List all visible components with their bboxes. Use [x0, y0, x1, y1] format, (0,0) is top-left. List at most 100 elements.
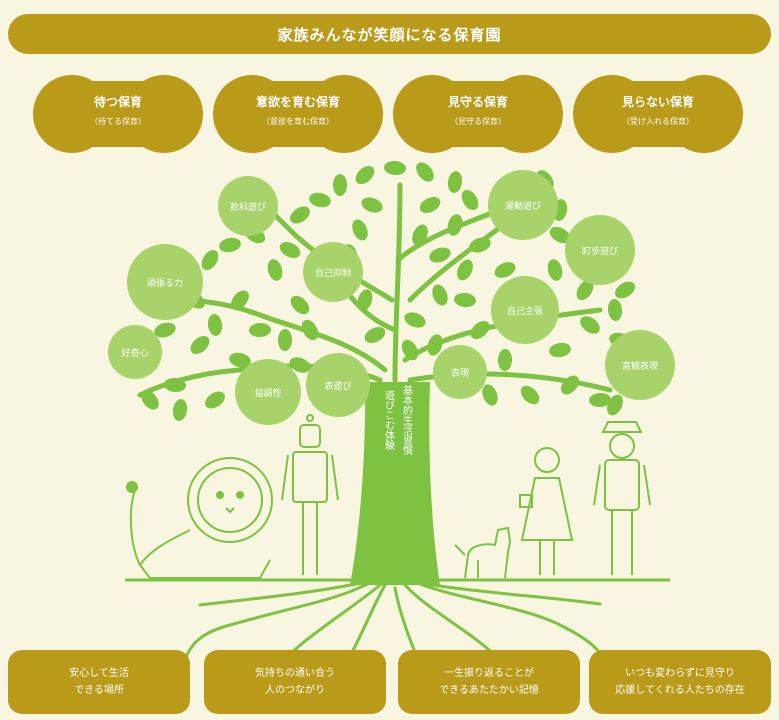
cloud-subtitle: （待てる保育）	[90, 117, 146, 126]
footer-line: 応援してくれる人たちの存在	[615, 685, 745, 696]
cloud-title: 見らない保育	[621, 95, 694, 109]
leaf-shape	[229, 352, 251, 368]
svg-text:自己抑制: 自己抑制	[315, 267, 351, 279]
leaf-shape	[461, 189, 479, 211]
svg-text:町歩遊び: 町歩遊び	[582, 245, 618, 257]
leaf-shape	[454, 292, 476, 308]
leaf-shape	[361, 197, 383, 213]
leaf-shape	[249, 322, 271, 338]
leaf-shape	[457, 259, 473, 281]
man-icon	[593, 421, 651, 575]
leaf-shape	[576, 280, 594, 300]
bubble-machi-asobi: 町歩遊び	[565, 215, 635, 285]
leaf-shape	[333, 174, 347, 196]
leaf-shape	[267, 259, 283, 281]
leaf-shape	[447, 171, 463, 193]
bubble-hyogen: 表現	[433, 345, 487, 399]
leaf-shape	[277, 329, 293, 351]
leaf-shape	[547, 259, 563, 281]
leaf-shape	[364, 327, 386, 343]
cloud-subtitle: （受け入れる保育）	[622, 117, 694, 126]
leaf-shape	[384, 160, 406, 176]
footer-line: いつも変わらずに見守り	[625, 668, 735, 679]
bubble-suuka-asobi: 数科遊び	[218, 176, 278, 236]
footer-line: 一生振り返ることが	[444, 668, 534, 679]
leaf-shape	[172, 399, 188, 421]
leaf-shape	[352, 219, 368, 241]
cloud-subtitle: （意欲を育む保育）	[262, 117, 334, 126]
leaf-shape	[520, 385, 540, 405]
svg-text:数科遊び: 数科遊び	[230, 201, 266, 213]
footer-warm-memory: 一生振り返ることが できるあたたかい記憶	[398, 650, 580, 714]
leaf-shape	[607, 299, 623, 321]
bubble-jiko-shucho: 自己主張	[491, 276, 559, 344]
leaf-shape	[309, 192, 331, 208]
footer-supporters: いつも変わらずに見守り 応援してくれる人たちの存在	[589, 650, 771, 714]
leaf-shape	[207, 314, 223, 336]
bubble-kokishin: 好奇心	[108, 325, 162, 379]
dog-icon	[454, 526, 512, 579]
footer-line: できる場所	[74, 685, 124, 696]
bubble-undo-asobi: 運動遊び	[488, 170, 558, 240]
footer-line: 安心して生活	[69, 668, 129, 679]
svg-text:好奇心: 好奇心	[121, 347, 148, 359]
svg-text:頑張る力: 頑張る力	[147, 277, 183, 289]
leaf-shape	[279, 241, 301, 259]
girl-icon	[519, 447, 574, 575]
footer-line: 気持ちの通い合う	[255, 668, 335, 679]
leaf-shape	[549, 226, 571, 244]
leaf-shape	[482, 384, 498, 406]
leaf-shape	[290, 206, 310, 224]
leaf-shape	[607, 394, 623, 416]
cloud-motivation-childcare: 意欲を育む保育 （意欲を育む保育）	[213, 75, 383, 153]
footer-safe-place: 安心して生活 できる場所	[8, 650, 190, 714]
bubble-chokkan-hyogen: 直観表現	[605, 330, 675, 400]
leaf-shape	[141, 390, 159, 410]
page-title: 家族みんなが笑顔になる保育園	[8, 14, 771, 54]
bubble-kyochosei: 協調性	[235, 359, 301, 425]
cloud-title: 見守る保育	[447, 95, 508, 109]
leaf-shape	[190, 335, 210, 355]
bubble-jiko-yokusei: 自己抑制	[303, 242, 363, 302]
tree-trunk	[350, 382, 440, 585]
cloud-wait-childcare: 待つ保育 （待てる保育）	[33, 75, 203, 153]
svg-text:協調性: 協調性	[254, 387, 281, 399]
bubble-ganbaru-chikara: 頑張る力	[127, 244, 203, 320]
leaf-shape	[497, 349, 513, 371]
cloud-title: 待つ保育	[93, 95, 142, 109]
leaf-shape	[615, 281, 635, 299]
trunk-label-habits: 基本的生活習慣	[401, 384, 413, 456]
cloud-watch-childcare: 見守る保育 （見守る保育）	[393, 75, 563, 153]
leaf-shape	[429, 247, 451, 263]
leaf-shape	[205, 391, 225, 409]
leaf-shape	[201, 249, 219, 271]
leaf-shape	[290, 295, 310, 315]
lion-icon	[126, 457, 273, 579]
svg-text:自己主張: 自己主張	[507, 305, 543, 317]
leaf-shape	[580, 316, 600, 334]
cloud-subtitle: （見守る保育）	[450, 117, 506, 126]
leaf-shape	[589, 392, 611, 408]
footer-line: できるあたたかい記憶	[439, 685, 539, 696]
bubble-omote-asobi: 表遊び	[306, 353, 370, 417]
leaf-shape	[432, 284, 448, 306]
robot-icon	[281, 414, 339, 575]
svg-text:直観表現: 直観表現	[622, 360, 658, 372]
leaf-shape	[549, 342, 571, 358]
footer-line: 人のつながり	[265, 685, 325, 696]
cloud-accept-childcare: 見らない保育 （受け入れる保育）	[573, 75, 743, 153]
leaf-shape	[494, 262, 516, 278]
leaf-shape	[154, 322, 176, 338]
svg-text:表遊び: 表遊び	[324, 380, 351, 392]
trunk-label-play: 遊びこむ体験	[383, 389, 395, 451]
leaf-shape	[219, 237, 241, 253]
svg-text:運動遊び: 運動遊び	[505, 200, 541, 212]
leaf-shape	[355, 165, 375, 185]
svg-text:表現: 表現	[451, 367, 469, 379]
leaf-shape	[416, 162, 434, 182]
leaf-shape	[404, 312, 426, 328]
footer-connection: 気持ちの通い合う 人のつながり	[204, 650, 386, 714]
leaf-shape	[419, 197, 441, 213]
cloud-title: 意欲を育む保育	[255, 95, 340, 109]
